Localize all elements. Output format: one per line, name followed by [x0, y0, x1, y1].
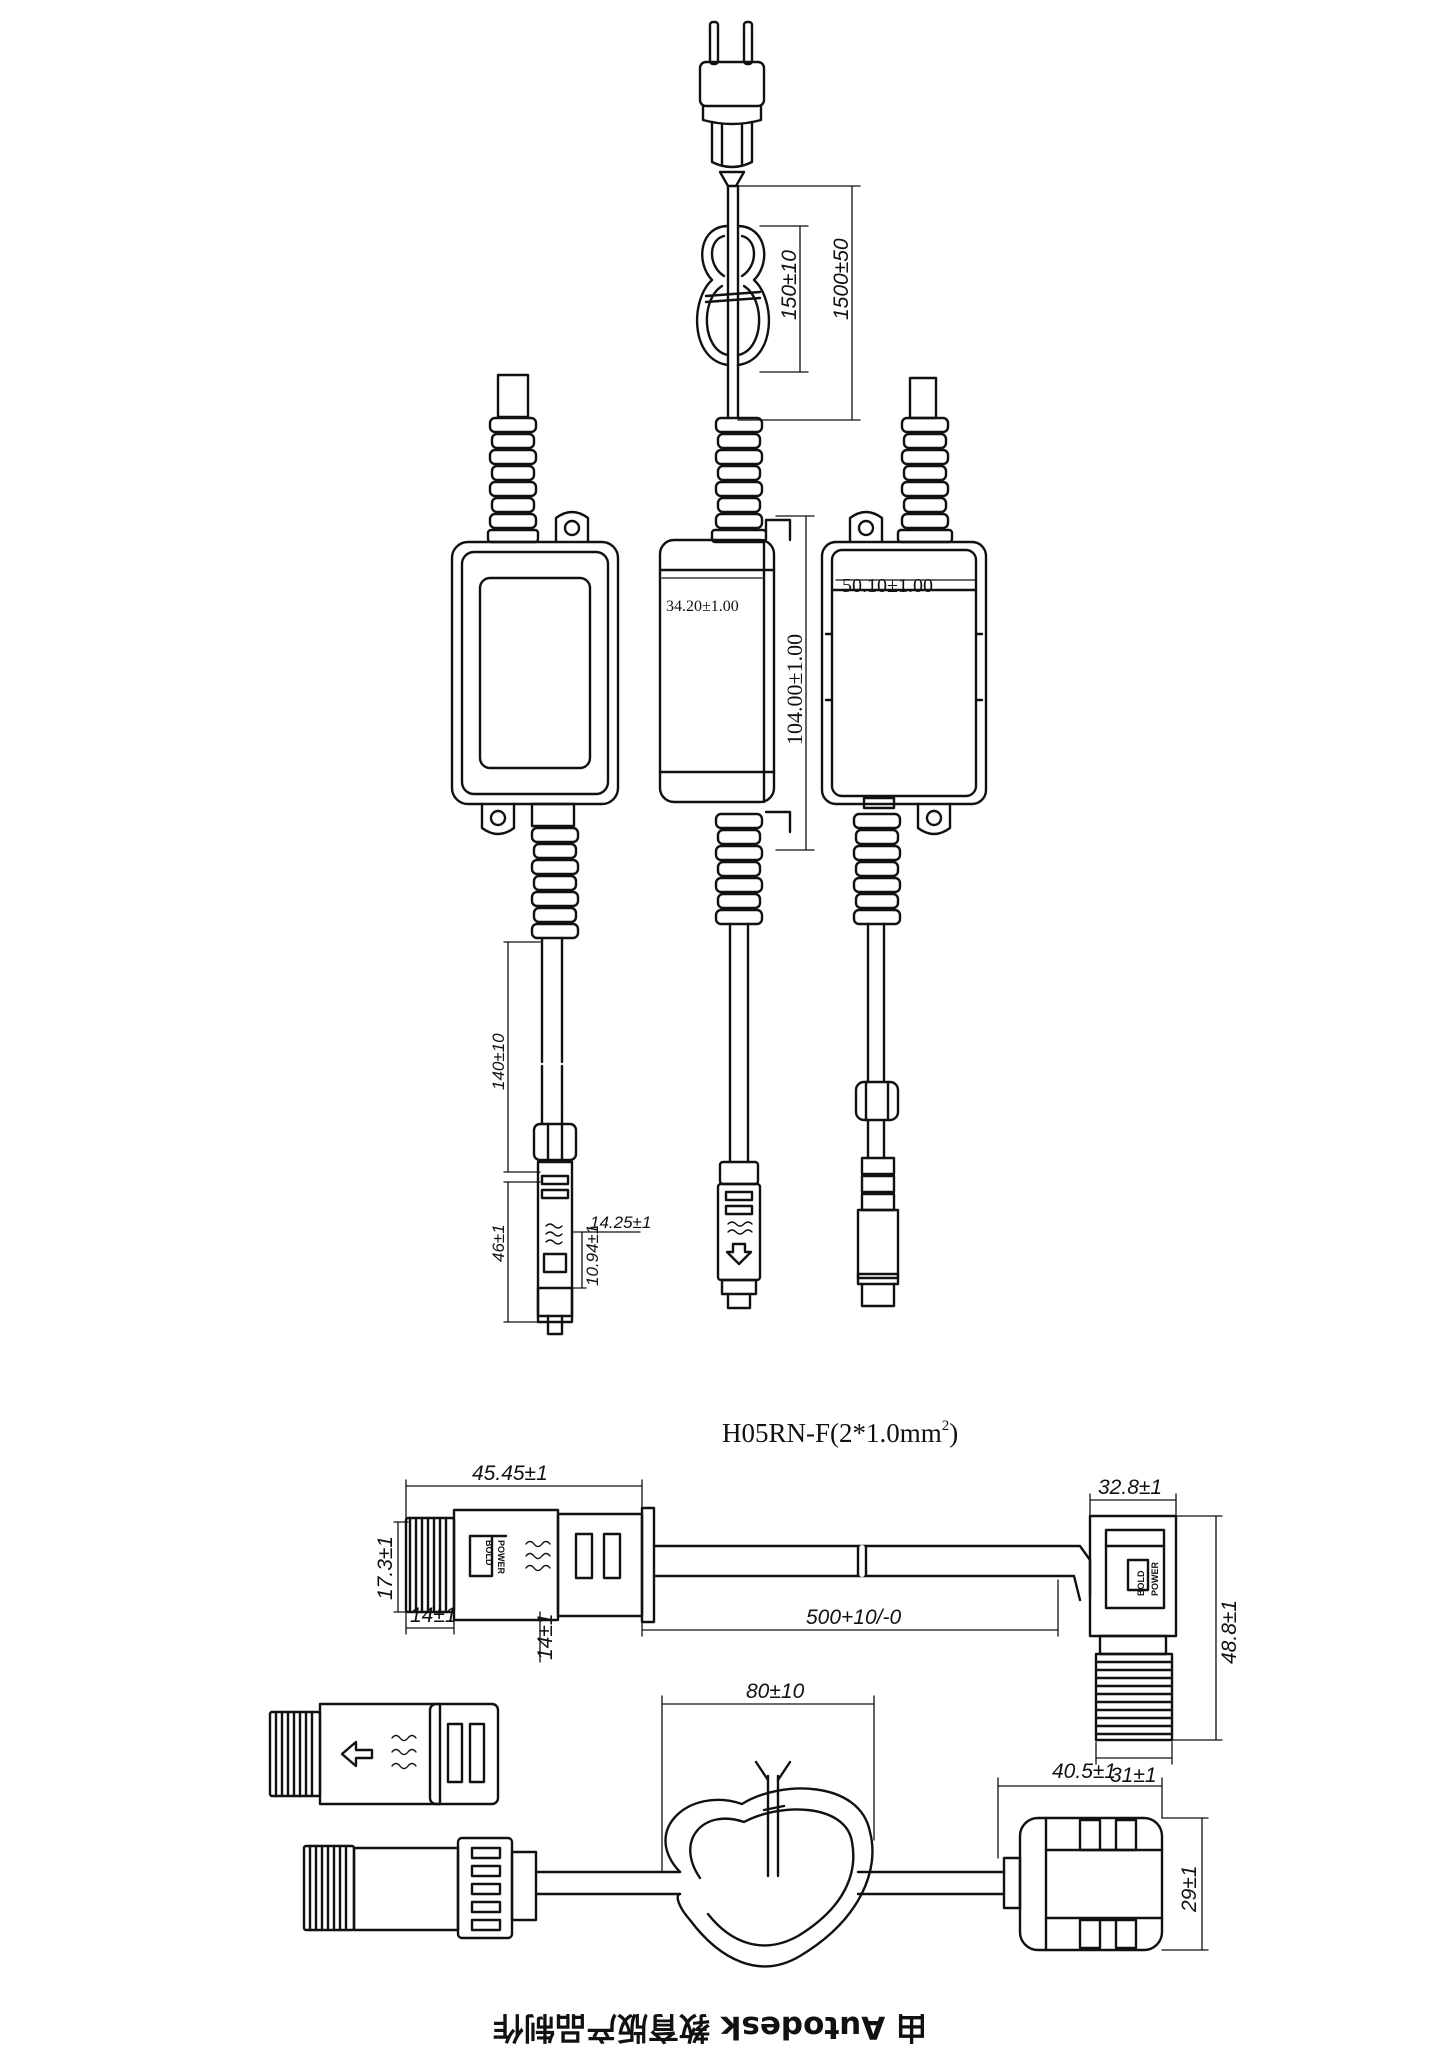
- strain-relief-bottom: [530, 826, 580, 940]
- strain-relief-bottom-mid: [714, 812, 764, 926]
- female-connector-print2: POWER: [1150, 1561, 1160, 1596]
- cord-dimension-lines: [737, 185, 861, 421]
- clip-height-label: 29±1: [1178, 1865, 1201, 1913]
- thread-length-label: 14±1: [410, 1604, 457, 1627]
- autodesk-watermark: 由 Autodesk 教育版产品制作: [492, 2009, 928, 2045]
- mains-cord: [695, 184, 771, 420]
- adapter-front-view: [450, 373, 620, 1336]
- male-connector-detail: [404, 1506, 656, 1624]
- female-height-label: 48.8±1: [1218, 1600, 1241, 1664]
- loose-male-connector: [268, 1702, 500, 1806]
- side-view-dimension-lines: [661, 515, 815, 851]
- cable-spec-label: H05RN-F(2*1.0mm2): [722, 1418, 958, 1448]
- cable-with-loop: [534, 1760, 1006, 1968]
- strain-relief-top-mid: [710, 416, 768, 544]
- connector-width-b-label: 10.94±1: [583, 1225, 602, 1286]
- cord-length-label: 1500±50: [830, 238, 853, 320]
- thread-dia-label: 14±1: [534, 1613, 557, 1660]
- strain-relief-top: [486, 416, 540, 544]
- width-label: 50.10±1.00: [842, 575, 933, 597]
- cable-length-label: 500+10/-0: [806, 1606, 901, 1629]
- connector-width-a-label: 14.25±1: [590, 1213, 651, 1232]
- loop-width-label: 80±10: [746, 1680, 805, 1703]
- female-connector-detail: [1088, 1514, 1178, 1742]
- bottom-dimension-lines: [393, 1479, 1223, 1765]
- mains-plug: [698, 20, 766, 188]
- female-base-label: 31±1: [1110, 1764, 1157, 1787]
- male-connector-length-label: 45.45±1: [472, 1462, 548, 1485]
- depth-label: 34.20±1.00: [666, 598, 739, 615]
- loop-clip-dimension-lines: [661, 1695, 1209, 1951]
- loose-male-connector-2: [302, 1836, 538, 1940]
- female-connector-print: BOLD: [1136, 1570, 1146, 1596]
- clip-width-label: 40.5±1: [1052, 1760, 1116, 1783]
- loop-length-label: 150±10: [778, 250, 801, 320]
- height-label: 104.00±1.00: [782, 634, 807, 745]
- cable-clip: [1002, 1816, 1164, 1952]
- output-cable-dimension-lines: [503, 941, 641, 1323]
- strain-relief-top-right: [896, 416, 954, 544]
- cable-spec-text: H05RN-F(2*1.0mm: [722, 1418, 942, 1448]
- output-cable-length-label: 140±10: [489, 1033, 508, 1090]
- connector-length-label: 46±1: [489, 1224, 508, 1262]
- main-cable: [652, 1544, 1092, 1602]
- male-connector-print: BOLD: [484, 1540, 494, 1566]
- cable-spec-superscript: 2: [942, 1418, 950, 1434]
- adapter-back-view: [820, 376, 988, 1308]
- female-width-label: 32.8±1: [1098, 1476, 1162, 1499]
- cable-spec-close: ): [949, 1418, 958, 1448]
- male-connector-height-label: 17.3±1: [374, 1536, 397, 1600]
- adapter-side-view: [658, 416, 792, 1310]
- male-connector-print2: POWER: [496, 1540, 506, 1575]
- strain-relief-bottom-right: [852, 812, 902, 926]
